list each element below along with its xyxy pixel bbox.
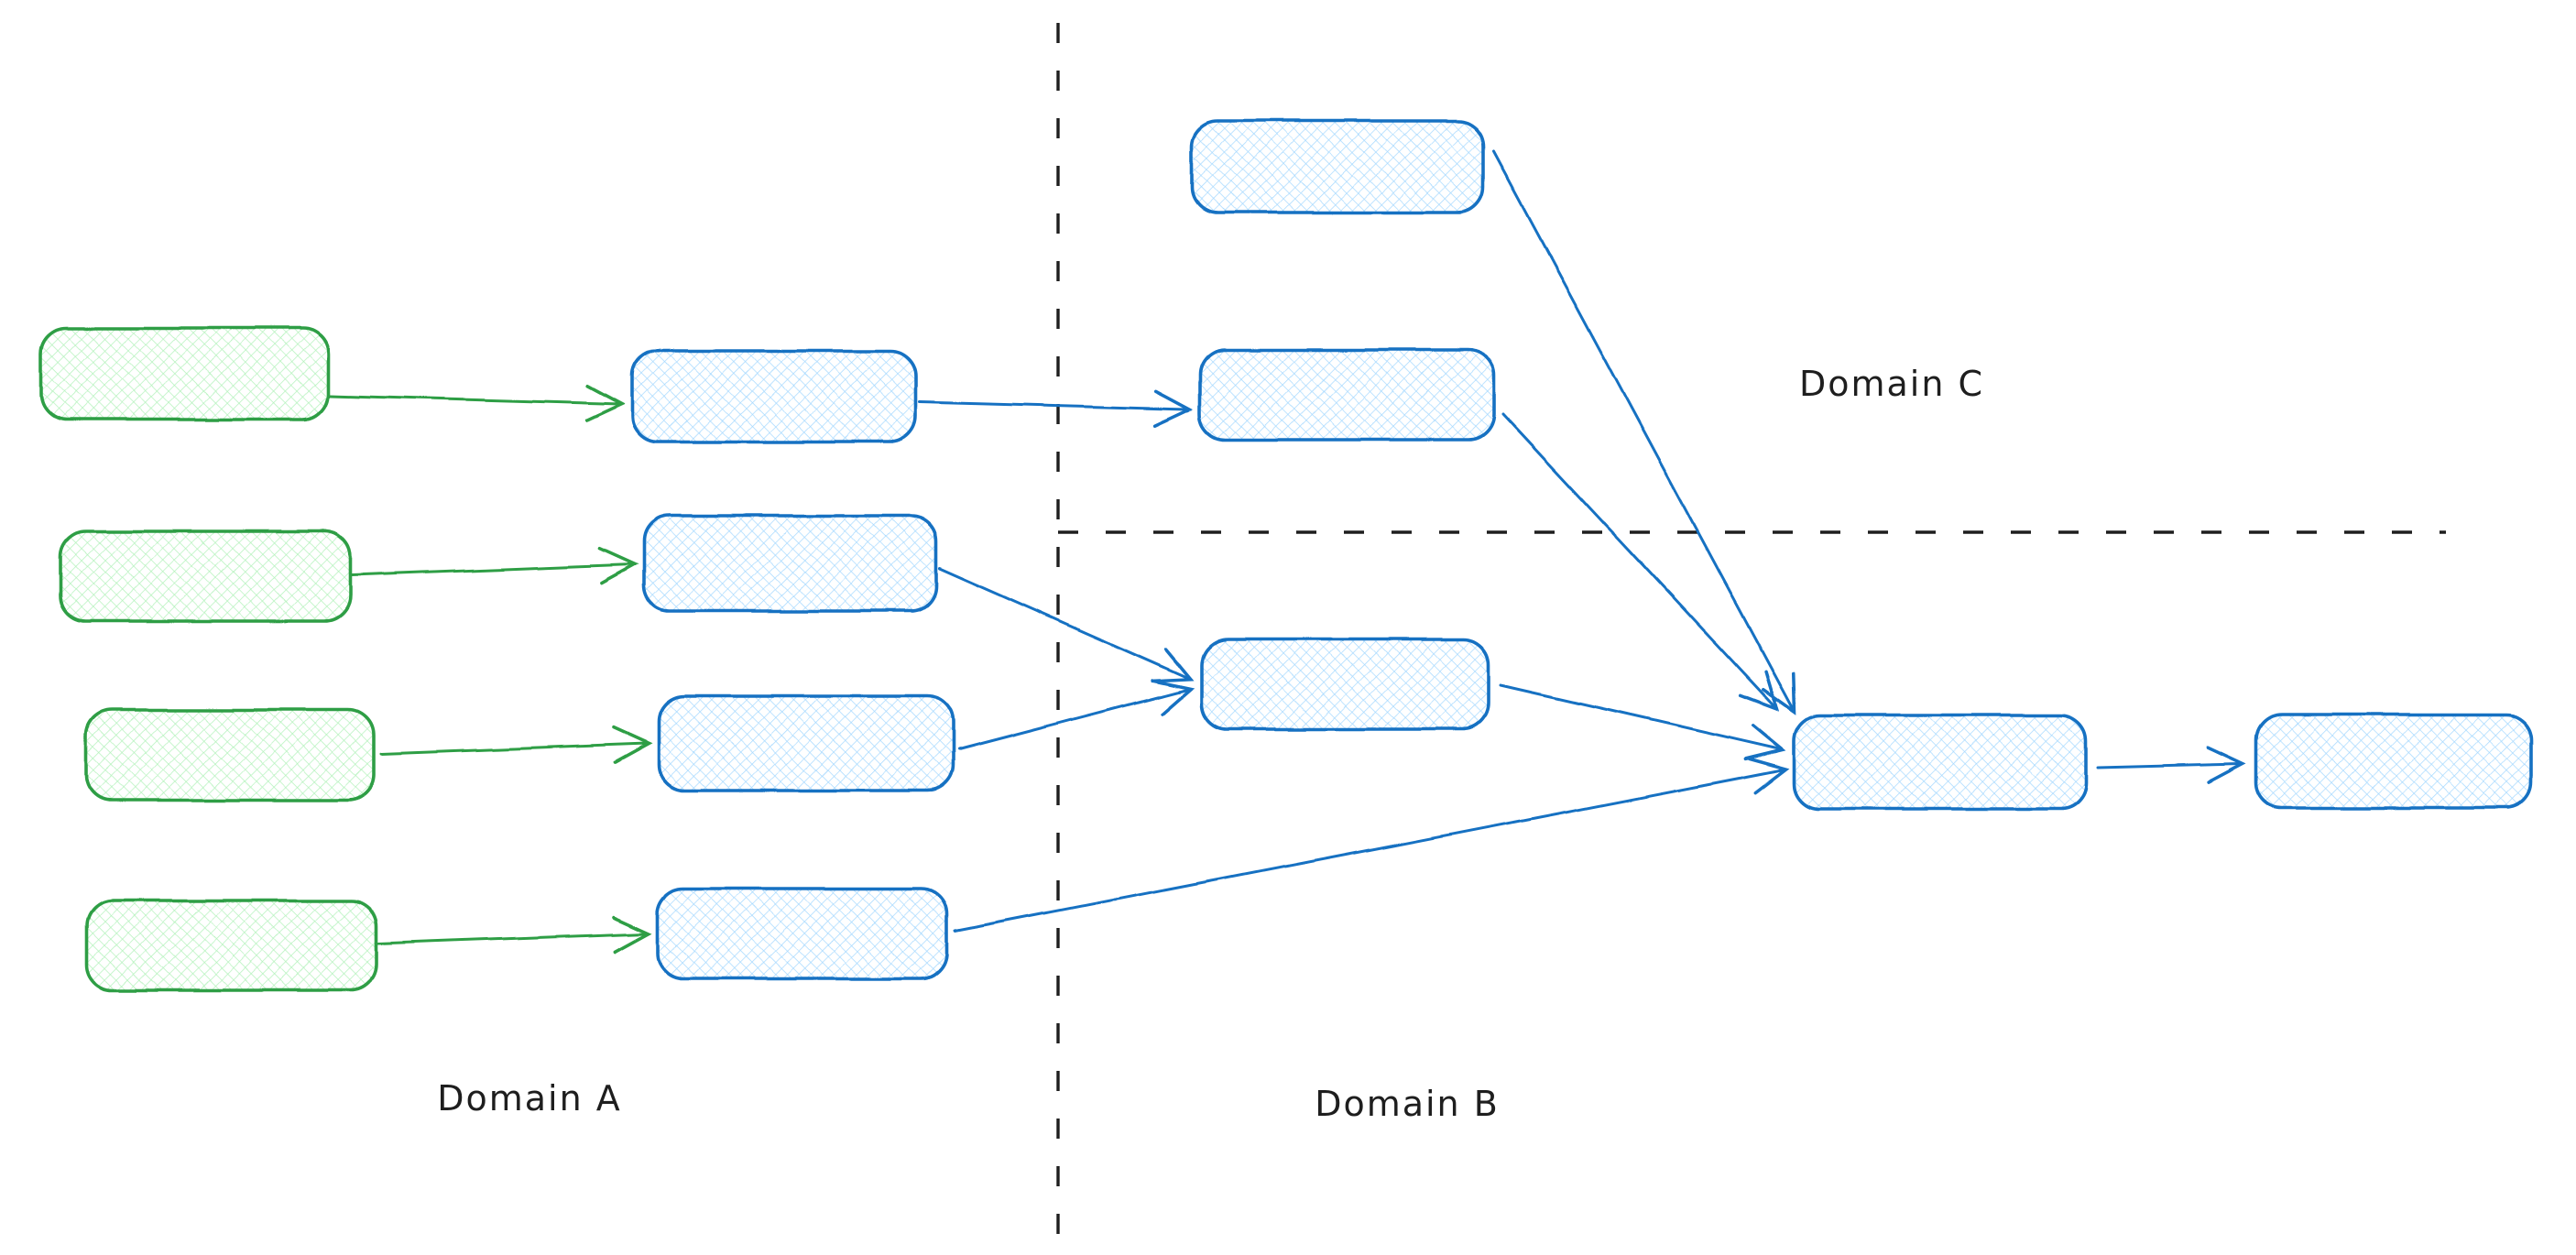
- edge-green-3-to-blue-a3: [379, 726, 653, 764]
- edge-blue-a1-to-blue-b1: [918, 389, 1195, 428]
- node-blue-b1: [1198, 348, 1495, 442]
- node-blue-b2: [1200, 638, 1490, 731]
- node-blue-b-top: [1190, 119, 1485, 214]
- edge-blue-b1-to-blue-c1: [1501, 412, 1780, 712]
- edge-blue-a4-to-blue-c1: [953, 757, 1790, 933]
- node-blue-c2: [2254, 713, 2533, 810]
- label-domain-a: Domain A: [437, 1078, 622, 1119]
- node-blue-a4: [656, 887, 948, 980]
- edge-blue-b-top-to-blue-c1: [1491, 149, 1796, 715]
- domain-boundaries: [1056, 23, 2446, 1237]
- node-green-1: [39, 326, 330, 421]
- label-domain-c: Domain C: [1799, 364, 1984, 404]
- node-green-4: [85, 899, 378, 992]
- label-domain-b: Domain B: [1315, 1084, 1500, 1124]
- edge-blue-c1-to-blue-c2: [2096, 746, 2247, 784]
- edge-green-1-to-blue-a1: [328, 384, 626, 422]
- node-blue-a1: [630, 349, 918, 443]
- edge-blue-a2-to-blue-b2: [938, 566, 1195, 682]
- edge-blue-b2-to-blue-c1: [1499, 683, 1786, 761]
- edge-blue-a3-to-blue-b2: [956, 679, 1195, 751]
- node-blue-c1: [1793, 714, 2088, 811]
- labels-layer: Domain A Domain B Domain C: [437, 364, 1984, 1124]
- edges-layer: [328, 149, 2247, 954]
- node-blue-a2: [642, 514, 938, 613]
- edge-green-2-to-blue-a2: [350, 546, 639, 584]
- nodes-layer: [39, 119, 2533, 992]
- node-green-3: [84, 708, 376, 802]
- node-blue-a3: [657, 694, 955, 792]
- edge-green-4-to-blue-a4: [377, 915, 653, 954]
- node-green-2: [59, 529, 352, 623]
